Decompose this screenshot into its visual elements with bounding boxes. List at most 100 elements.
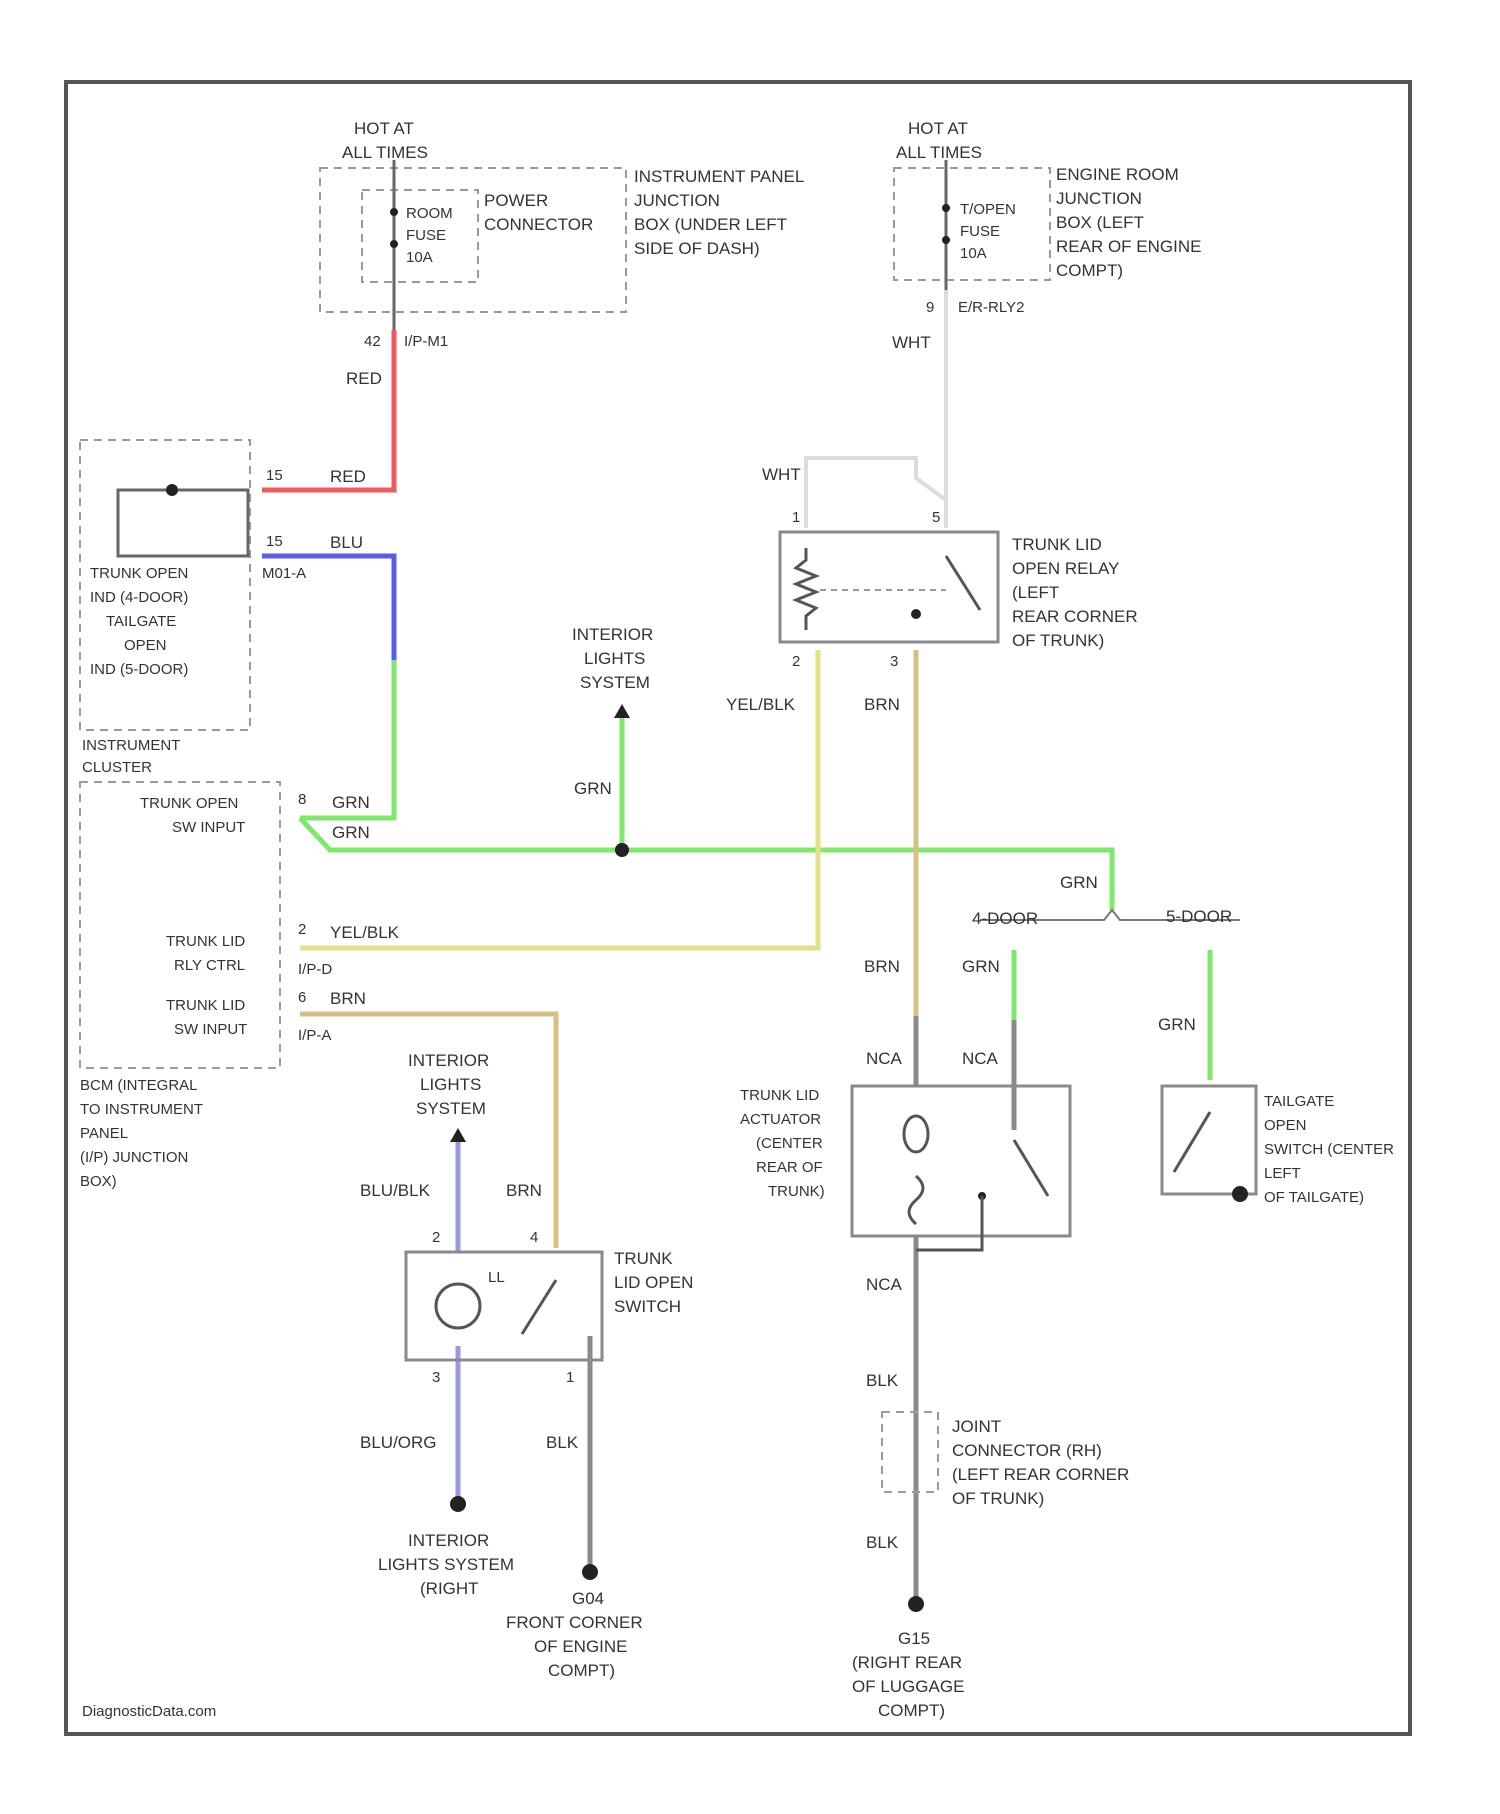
label-g-front-1: G04 — [572, 1589, 604, 1608]
actuator-solenoid-icon — [909, 1176, 923, 1224]
ils-mid-arrow-icon — [450, 1128, 466, 1142]
trunk-fuse-terminal-bottom — [942, 236, 950, 244]
label-bcm-sw-1: TRUNK LID — [166, 997, 245, 1014]
label-sw-1: TRUNK — [614, 1249, 673, 1268]
label-hot-left: HOT AT — [354, 119, 414, 138]
label-jc-1: JOINT — [952, 1417, 1001, 1436]
label-pin-cl-a: 15 — [266, 467, 283, 484]
room-fuse-terminal-top — [390, 208, 398, 216]
relay-contact-dot — [911, 609, 921, 619]
label-ipjb-1: INSTRUMENT PANEL — [634, 167, 804, 186]
indicator-lamp-icon — [166, 484, 178, 496]
label-sw-3: SWITCH — [614, 1297, 681, 1316]
label-bcm-in-2: SW INPUT — [172, 819, 245, 836]
label-wire-bluorg: BLU/ORG — [360, 1433, 437, 1452]
label-bcm-pin-6: 6 — [298, 989, 306, 1006]
label-sw-pin-4: 4 — [530, 1229, 538, 1246]
label-wire-blk-1: BLK — [546, 1433, 579, 1452]
label-bcm-2: TO INSTRUMENT — [80, 1101, 203, 1118]
label-wire-nca-2: NCA — [962, 1049, 999, 1068]
label-jc-3: (LEFT REAR CORNER — [952, 1465, 1129, 1484]
label-ils-bot-1: INTERIOR — [408, 1531, 489, 1550]
label-act-3: (CENTER — [756, 1135, 823, 1152]
label-wire-grn-4: GRN — [1060, 873, 1098, 892]
trunk-fuse-terminal-top — [942, 204, 950, 212]
trunk-open-indicator-lamp — [118, 490, 248, 556]
label-wire-wht-2: WHT — [762, 465, 801, 484]
label-room-fuse-1: ROOM — [406, 205, 453, 222]
trunk-open-indicator-box — [80, 440, 250, 730]
label-trunk-open-ind-4: OPEN — [124, 637, 167, 654]
label-g-rear-3: OF LUGGAGE — [852, 1677, 964, 1696]
label-wire-red-2: RED — [330, 467, 366, 486]
label-wire-yelblk-1: YEL/BLK — [726, 695, 796, 714]
label-erjb-4: REAR OF ENGINE — [1056, 237, 1201, 256]
label-ils-mid-1: INTERIOR — [408, 1051, 489, 1070]
label-wire-grn-3: GRN — [332, 823, 370, 842]
wire-green-main — [300, 818, 1112, 910]
label-trunk-fuse-1: T/OPEN — [960, 201, 1016, 218]
actuator-switch-icon — [1014, 1140, 1048, 1196]
label-conn-ipd: I/P-D — [298, 961, 332, 978]
label-erjb-1: ENGINE ROOM — [1056, 165, 1179, 184]
label-conn-cl: M01-A — [262, 565, 306, 582]
relay-coil-icon — [796, 548, 816, 630]
label-wire-yelblk-2: YEL/BLK — [330, 923, 400, 942]
label-jc-2: CONNECTOR (RH) — [952, 1441, 1102, 1460]
ground-g04-icon — [582, 1564, 598, 1580]
label-hot-right-2: ALL TIMES — [896, 143, 982, 162]
room-fuse-terminal-bottom — [390, 240, 398, 248]
label-wire-brn-1: BRN — [864, 695, 900, 714]
label-pin-42: 42 — [364, 333, 381, 350]
label-wire-brn-4: BRN — [506, 1181, 542, 1200]
ground-g15-icon — [908, 1596, 924, 1612]
label-relay-2: OPEN RELAY — [1012, 559, 1119, 578]
label-ils-mid-2: LIGHTS — [420, 1075, 481, 1094]
label-sw-pin-2: 2 — [432, 1229, 440, 1246]
label-bcm-4: (I/P) JUNCTION — [80, 1149, 188, 1166]
label-ils-bot-3: (RIGHT — [420, 1579, 479, 1598]
wire-white-loop — [806, 458, 946, 528]
switch-contact-icon — [522, 1280, 556, 1334]
label-hot-right: HOT AT — [908, 119, 968, 138]
label-pin-9: 9 — [926, 299, 934, 316]
label-bcm-5: BOX) — [80, 1173, 117, 1190]
label-ils-top-2: LIGHTS — [584, 649, 645, 668]
label-bcm-rly-1: TRUNK LID — [166, 933, 245, 950]
label-act-2: ACTUATOR — [740, 1111, 821, 1128]
label-relay-1: TRUNK LID — [1012, 535, 1102, 554]
label-power-conn-2: CONNECTOR — [484, 215, 593, 234]
label-trunk-open-ind-2: IND (4-DOOR) — [90, 589, 188, 606]
label-g-rear-2: (RIGHT REAR — [852, 1653, 962, 1672]
label-wire-grn-5: GRN — [962, 957, 1000, 976]
label-relay-pin-2: 2 — [792, 653, 800, 670]
ils-bottom-ground-icon — [450, 1496, 466, 1512]
label-tg-2: OPEN — [1264, 1117, 1307, 1134]
label-instr-cluster-2: CLUSTER — [82, 759, 152, 776]
label-bcm-1: BCM (INTEGRAL — [80, 1077, 198, 1094]
label-instr-cluster-1: INSTRUMENT — [82, 737, 180, 754]
actuator-internal-link — [916, 1196, 982, 1250]
label-ll: LL — [488, 1269, 505, 1286]
label-bcm-in-1: TRUNK OPEN — [140, 795, 238, 812]
label-relay-pin-3: 3 — [890, 653, 898, 670]
label-sw-pin-1: 1 — [566, 1369, 574, 1386]
label-relay-3: (LEFT — [1012, 583, 1059, 602]
label-ils-top-3: SYSTEM — [580, 673, 650, 692]
label-wire-nca-1: NCA — [866, 1049, 903, 1068]
label-room-fuse-3: 10A — [406, 249, 433, 266]
label-tg-5: OF TAILGATE) — [1264, 1189, 1364, 1206]
label-trunk-open-ind-3: TAILGATE — [106, 613, 176, 630]
label-tg-1: TAILGATE — [1264, 1093, 1334, 1110]
label-erjb-3: BOX (LEFT — [1056, 213, 1144, 232]
label-erjb-2: JUNCTION — [1056, 189, 1142, 208]
label-pin-cl-b: 15 — [266, 533, 283, 550]
label-bcm-sw-2: SW INPUT — [174, 1021, 247, 1038]
actuator-motor-icon — [904, 1116, 928, 1152]
label-trunk-fuse-3: 10A — [960, 245, 987, 262]
label-ils-top-1: INTERIOR — [572, 625, 653, 644]
label-erjb-5: COMPT) — [1056, 261, 1123, 280]
label-g-rear-1: G15 — [898, 1629, 930, 1648]
label-wire-red-1: RED — [346, 369, 382, 388]
label-wire-grn-6: GRN — [1158, 1015, 1196, 1034]
